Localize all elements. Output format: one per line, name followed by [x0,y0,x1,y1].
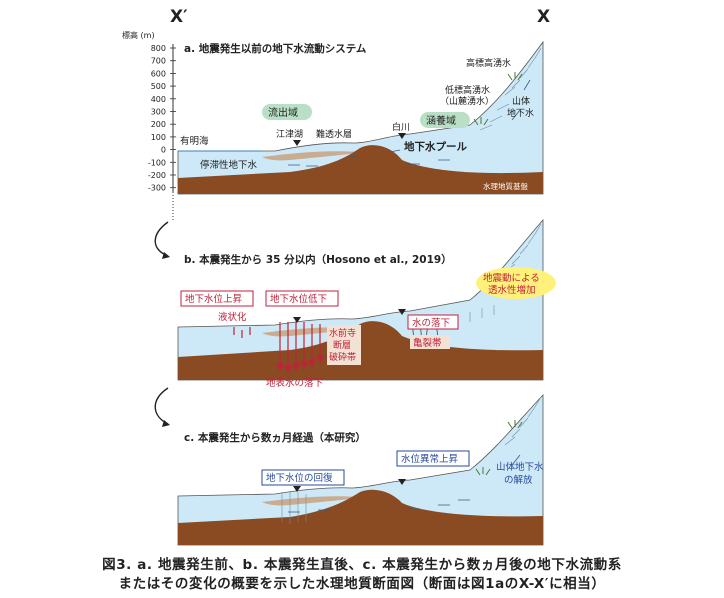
panel-c: c. 本震発生から数ヵ月経過（本研究） 地下水位の回復 水位異常上昇 山体地下水… [177,393,544,546]
axis-tick-label: 0 [161,146,166,155]
mountain-release-label-2: の解放 [504,474,533,486]
transition-arrow-ab [154,221,169,257]
elevation-axis: 標高 (m) 800 700 600 500 400 300 200 100 0 -100 -200… [122,30,176,222]
high-elevation-spring-label: 高標高湧水 [466,57,511,69]
water-level-drop-label: 地下水位低下 [270,293,327,305]
foothill-spring-label: （山麓湧水） [440,95,494,107]
fault-label-3: 破砕帯 [329,351,356,363]
panel-b-title: b. 本震発生から 35 分以内（Hosono et al., 2019） [184,253,452,266]
axis-tick-label: 600 [151,69,166,78]
permeability-label-1: 地震動による [483,272,540,284]
axis-tick-label: 400 [151,95,166,104]
basement-label: 水理地質基盤 [483,181,528,191]
stagnant-groundwater-label: 停滞性地下水 [200,159,258,171]
water-level-recovery-label: 地下水位の回復 [266,472,333,484]
panel-a: a. 地震発生以前の地下水流動システム 流出域 涵養域 有明海 停滞性地下水 [177,40,544,195]
recharge-zone-box [420,112,470,128]
surface-water-fall-label: 地表水の落下 [266,377,323,389]
groundwater-body-b [177,218,544,381]
axis-tick-label: 500 [151,82,166,91]
recharge-zone-label: 涵養域 [426,114,456,127]
crack-zone-label: 亀裂帯 [413,337,442,349]
liquefaction-label: 液状化 [218,311,247,323]
etsuko-lake-label: 江津湖 [276,129,303,140]
water-fall-label: 水の落下 [412,317,450,329]
bedrock-c [178,489,543,545]
axis-tick-label: 300 [151,108,166,117]
abnormal-rise-label: 水位異常上昇 [401,453,459,465]
figure-caption-line-1: 図3. a. 地震発生前、b. 本震発生直後、c. 本震発生から数ヵ月後の地下水… [102,557,622,573]
panel-a-title: a. 地震発生以前の地下水流動システム [184,42,367,55]
axis-ticks: 800 700 600 500 400 300 200 100 0 -100 -200 -300 [148,44,176,193]
fault-label-1: 水前寺 [329,327,356,339]
panel-b: b. 本震発生から 35 分以内（Hosono et al., 2019） 地下… [177,218,556,389]
mountain-groundwater-label-2: 地下水 [507,107,534,119]
axis-tick-label: 800 [151,44,166,53]
ariake-sea-label: 有明海 [180,135,209,147]
figure-caption-line-2: またはその変化の概要を示した水理地質断面図（断面は図1aのX-X′に相当） [118,576,606,592]
permeability-highlight [476,267,556,299]
axis-tick-label: 100 [151,133,166,142]
bedrock-a [178,145,543,194]
low-elevation-spring-label: 低標高湧水 [445,84,490,96]
groundwater-pool-label: 地下水プール [404,140,467,153]
discharge-zone-label: 流出域 [268,106,298,119]
axis-tick-label: -300 [148,184,166,193]
section-start-label: X′ [170,7,188,27]
mountain-release-label-1: 山体地下水 [496,461,544,473]
axis-tick-label: -100 [148,158,166,167]
axis-label: 標高 (m) [122,30,155,40]
panel-c-title: c. 本震発生から数ヵ月経過（本研究） [184,431,366,444]
transition-arrow-bc [154,387,169,425]
axis-tick-label: 200 [151,120,166,129]
aquitard-layer-a [262,151,360,161]
aquitard-layer-c [262,496,360,506]
groundwater-body-a [177,40,544,195]
aquitard-label: 難透水層 [316,128,352,140]
axis-tick-label: 700 [151,57,166,66]
permeability-label-2: 透水性増加 [488,284,536,296]
groundwater-body-c [177,393,544,546]
water-level-rise-label: 地下水位上昇 [185,293,243,305]
discharge-zone-box [262,104,312,120]
shirakawa-river-label: 白川 [392,121,410,133]
section-end-label: X [537,7,550,27]
mountain-groundwater-label-1: 山体 [512,95,530,107]
axis-tick-label: -200 [148,171,166,180]
fault-label-2: 断層 [333,339,351,351]
